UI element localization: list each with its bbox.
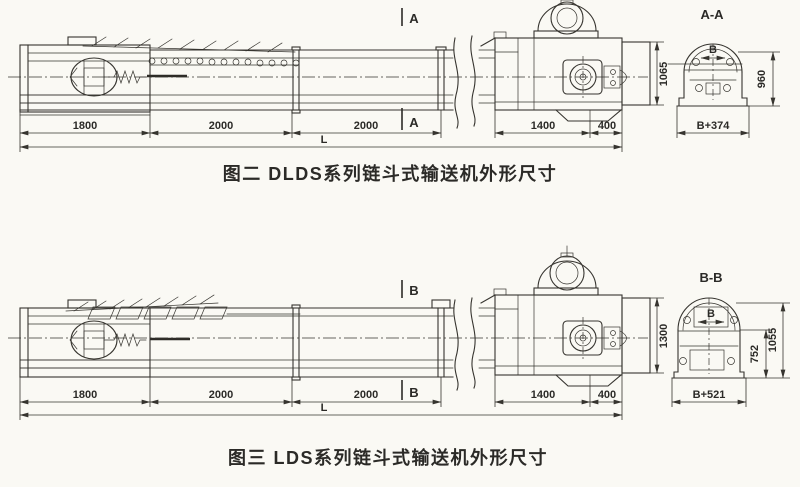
- fig3-conveyor-drawing: B B 1800 2000 2000 1400 400 L 1300 B-B: [8, 245, 790, 468]
- fig2-conveyor-drawing: A A 1800 2000 2000 1400 400 L 1065 A-A: [8, 0, 780, 184]
- fig2-dim-960: 960: [756, 70, 768, 88]
- fig2-cut-label-top: A: [409, 11, 419, 26]
- fig3-caption: 图三 LDS系列链斗式输送机外形尺寸: [228, 447, 548, 468]
- fig3-section-rollers: [679, 316, 738, 371]
- fig2-section-view-AA: A-A B 960 B+374: [667, 7, 780, 138]
- fig2-section-rollers: [692, 58, 734, 95]
- fig2-dim-L: L: [321, 134, 328, 146]
- fig3-dim-1055: 1055: [767, 328, 779, 352]
- fig2-caption: 图二 DLDS系列链斗式输送机外形尺寸: [223, 163, 558, 184]
- fig3-cut-label-bottom: B: [409, 385, 418, 400]
- fig3-dim-2000a: 2000: [209, 389, 233, 401]
- fig3-dim-2000b: 2000: [354, 389, 378, 401]
- fig2-bucket-chain-top: [82, 36, 300, 67]
- fig2-dim-400: 400: [598, 120, 616, 132]
- fig2-dim-1800: 1800: [73, 120, 97, 132]
- fig2-cut-marks: A A: [401, 8, 419, 130]
- fig3-cut-label-top: B: [409, 283, 418, 298]
- fig3-dim-B521: B+521: [693, 389, 726, 401]
- fig3-bucket-chain-top: [65, 294, 301, 320]
- fig3-section-label: B-B: [699, 270, 722, 285]
- fig2-dimensions: 1800 2000 2000 1400 400 L 1065: [19, 41, 670, 152]
- fig3-head-drive-section: [480, 245, 651, 387]
- fig3-dim-752: 752: [749, 345, 761, 363]
- fig3-dimensions: 1800 2000 2000 1400 400 L 1300: [19, 297, 670, 420]
- fig2-middle-trough: [8, 35, 648, 129]
- fig3-dim-1800: 1800: [73, 389, 97, 401]
- fig2-dim-1400: 1400: [531, 120, 555, 132]
- fig3-middle-trough: [8, 297, 648, 391]
- fig2-dim-1065: 1065: [658, 62, 670, 86]
- fig3-tail-section: [19, 299, 190, 378]
- fig3-section-view-BB: B-B B 752 1055 B+521: [671, 270, 790, 407]
- fig3-dim-1400: 1400: [531, 389, 555, 401]
- fig2-dim-B374: B+374: [697, 120, 731, 132]
- fig3-buckets: [87, 306, 228, 320]
- fig3-section-inner-B: B: [707, 308, 715, 320]
- fig3-dim-L: L: [321, 402, 328, 414]
- fig2-section-label: A-A: [700, 7, 724, 22]
- fig2-dim-2000b: 2000: [354, 120, 378, 132]
- fig2-cut-label-bottom: A: [409, 115, 419, 130]
- fig3-dim-400: 400: [598, 389, 616, 401]
- fig2-section-inner-B: B: [709, 44, 717, 56]
- fig3-dim-1300: 1300: [658, 324, 670, 348]
- fig2-dim-2000a: 2000: [209, 120, 233, 132]
- fig3-cut-marks: B B: [401, 280, 419, 400]
- fig2-head-drive-section: [480, 0, 651, 122]
